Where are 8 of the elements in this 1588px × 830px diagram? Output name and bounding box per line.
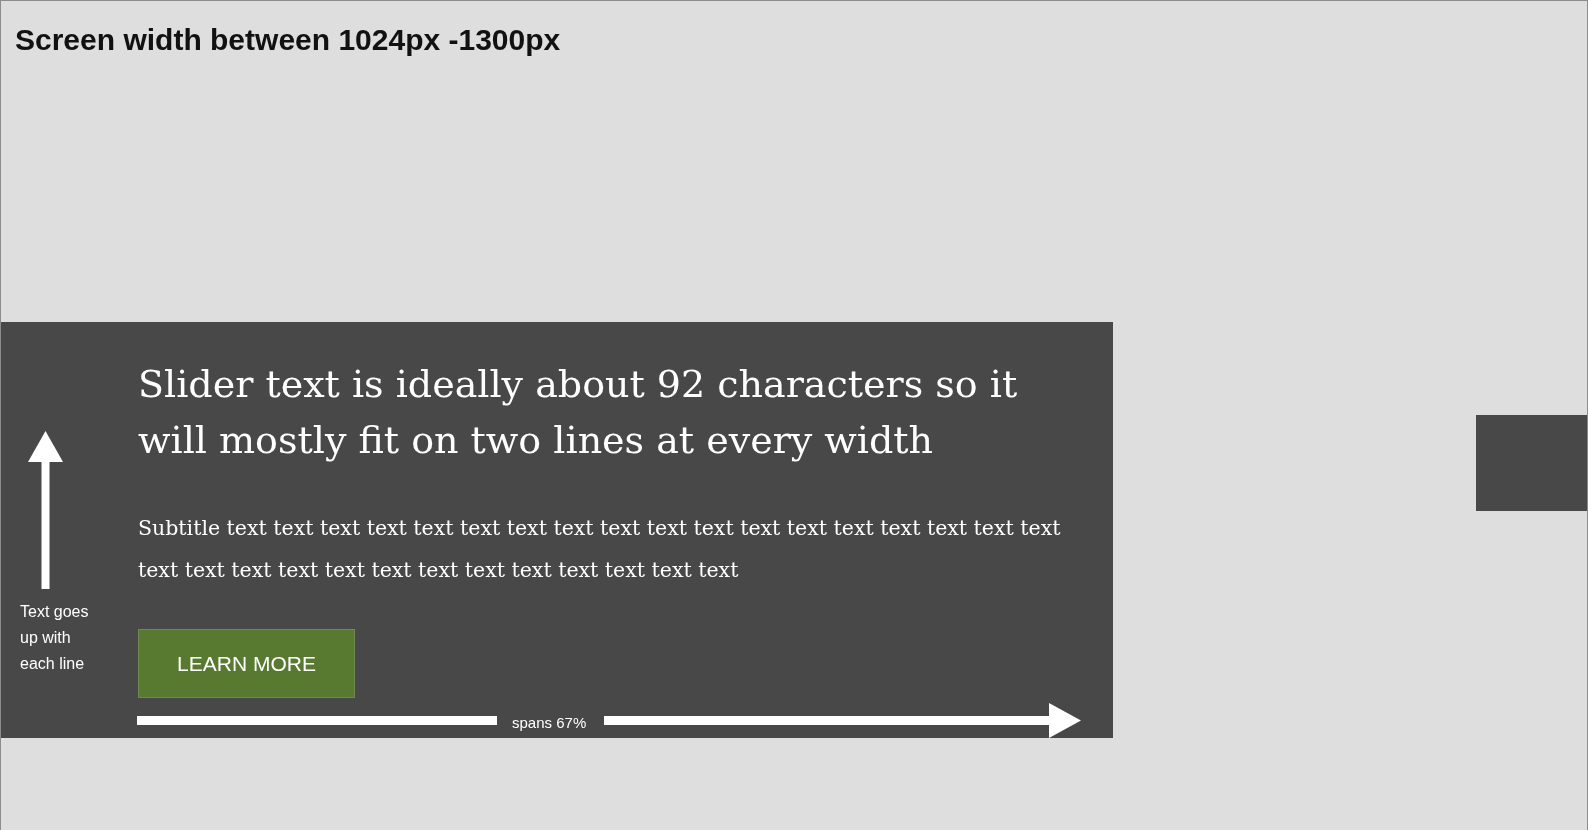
slider-heading: Slider text is ideally about 92 characters so it will mostly fit on two lines at every width xyxy=(138,361,1019,464)
learn-more-button: LEARN MORE xyxy=(138,629,355,698)
annotation-text: Text goes up with each line xyxy=(20,602,90,674)
dimension-label: spans 67% xyxy=(512,713,587,733)
slider-panel xyxy=(1,322,1113,738)
page-title: Screen width between 1024px -1300px xyxy=(15,22,561,58)
slider-subtitle: Subtitle text text text text text text text text text text text text text text text text text text text text text text text text text text text text text text text xyxy=(138,515,1062,584)
next-slide-panel xyxy=(1476,415,1587,511)
